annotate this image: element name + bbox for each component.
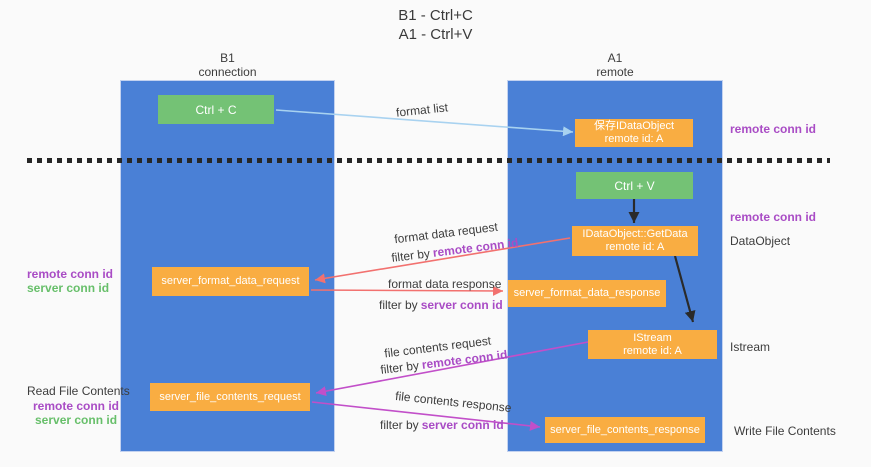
server-file-contents-request-label: server_file_contents_request <box>159 390 301 403</box>
filter-by-text: filter by <box>379 358 420 377</box>
server-format-data-response-label: server_format_data_response <box>513 287 661 299</box>
lifeline-a1-name: A1 <box>607 51 623 65</box>
format-list-label: format list <box>395 100 449 120</box>
server-conn-id-text: server conn id <box>421 418 504 432</box>
istream-line1: IStream <box>633 331 672 344</box>
ctrl-c-box: Ctrl + C <box>158 95 274 124</box>
server-conn-id-note-left-lower: server conn id <box>35 413 118 427</box>
remote-conn-id-note-mid: remote conn id <box>730 210 817 224</box>
server-format-data-response-box: server_format_data_response <box>508 280 666 307</box>
istream-note: Istream <box>730 340 771 354</box>
remote-conn-id-note-left-lower: remote conn id <box>33 399 120 413</box>
lifeline-b1-name: B1 <box>220 51 235 65</box>
istream-box: IStream remote id: A <box>588 330 717 359</box>
format-data-response-label: format data response <box>388 277 502 291</box>
istream-line2: remote id: A <box>623 344 682 357</box>
server-file-contents-response-label: server_file_contents_response <box>550 423 700 436</box>
file-contents-response-label: file contents response <box>394 388 513 416</box>
save-idataobject-line2: remote id: A <box>604 133 664 145</box>
save-idataobject-box: 保存IDataObject remote id: A <box>575 119 693 147</box>
save-idataobject-line1: 保存IDataObject <box>593 120 675 132</box>
title-line-1: B1 - Ctrl+C <box>398 7 473 24</box>
remote-conn-id-note-top: remote conn id <box>730 122 817 136</box>
ctrl-v-box: Ctrl + V <box>576 172 693 199</box>
lifeline-header-b1: B1 connection <box>120 51 335 79</box>
idataobject-getdata-box: IDataObject::GetData remote id: A <box>572 226 698 256</box>
getdata-line1: IDataObject::GetData <box>582 228 688 240</box>
server-conn-id-text: server conn id <box>420 298 503 312</box>
dataobject-note: DataObject <box>730 234 791 248</box>
diagram-title: B1 - Ctrl+C A1 - Ctrl+V <box>0 6 871 44</box>
lifeline-a1-role: remote <box>596 65 634 79</box>
filter-by-text: filter by <box>390 246 431 265</box>
lifeline-header-a1: A1 remote <box>507 51 723 79</box>
remote-conn-id-note-left-upper: remote conn id <box>27 267 114 281</box>
server-file-contents-request-box: server_file_contents_request <box>150 383 310 411</box>
server-format-data-request-box: server_format_data_request <box>152 267 309 296</box>
title-line-2: A1 - Ctrl+V <box>398 26 473 43</box>
filter-by-text: filter by <box>380 418 419 432</box>
phase-divider-dashed-line <box>27 158 830 163</box>
read-file-contents-note: Read File Contents <box>27 384 130 398</box>
server-conn-id-note-left-upper: server conn id <box>27 281 110 295</box>
getdata-line2: remote id: A <box>605 241 665 253</box>
server-format-data-request-label: server_format_data_request <box>161 275 300 287</box>
server-file-contents-response-box: server_file_contents_response <box>545 417 705 443</box>
lifeline-b1-role: connection <box>198 65 257 79</box>
ctrl-v-label: Ctrl + V <box>614 178 655 193</box>
filter-by-text: filter by <box>379 298 418 312</box>
write-file-contents-note: Write File Contents <box>734 424 836 438</box>
ctrl-c-label: Ctrl + C <box>195 102 237 117</box>
